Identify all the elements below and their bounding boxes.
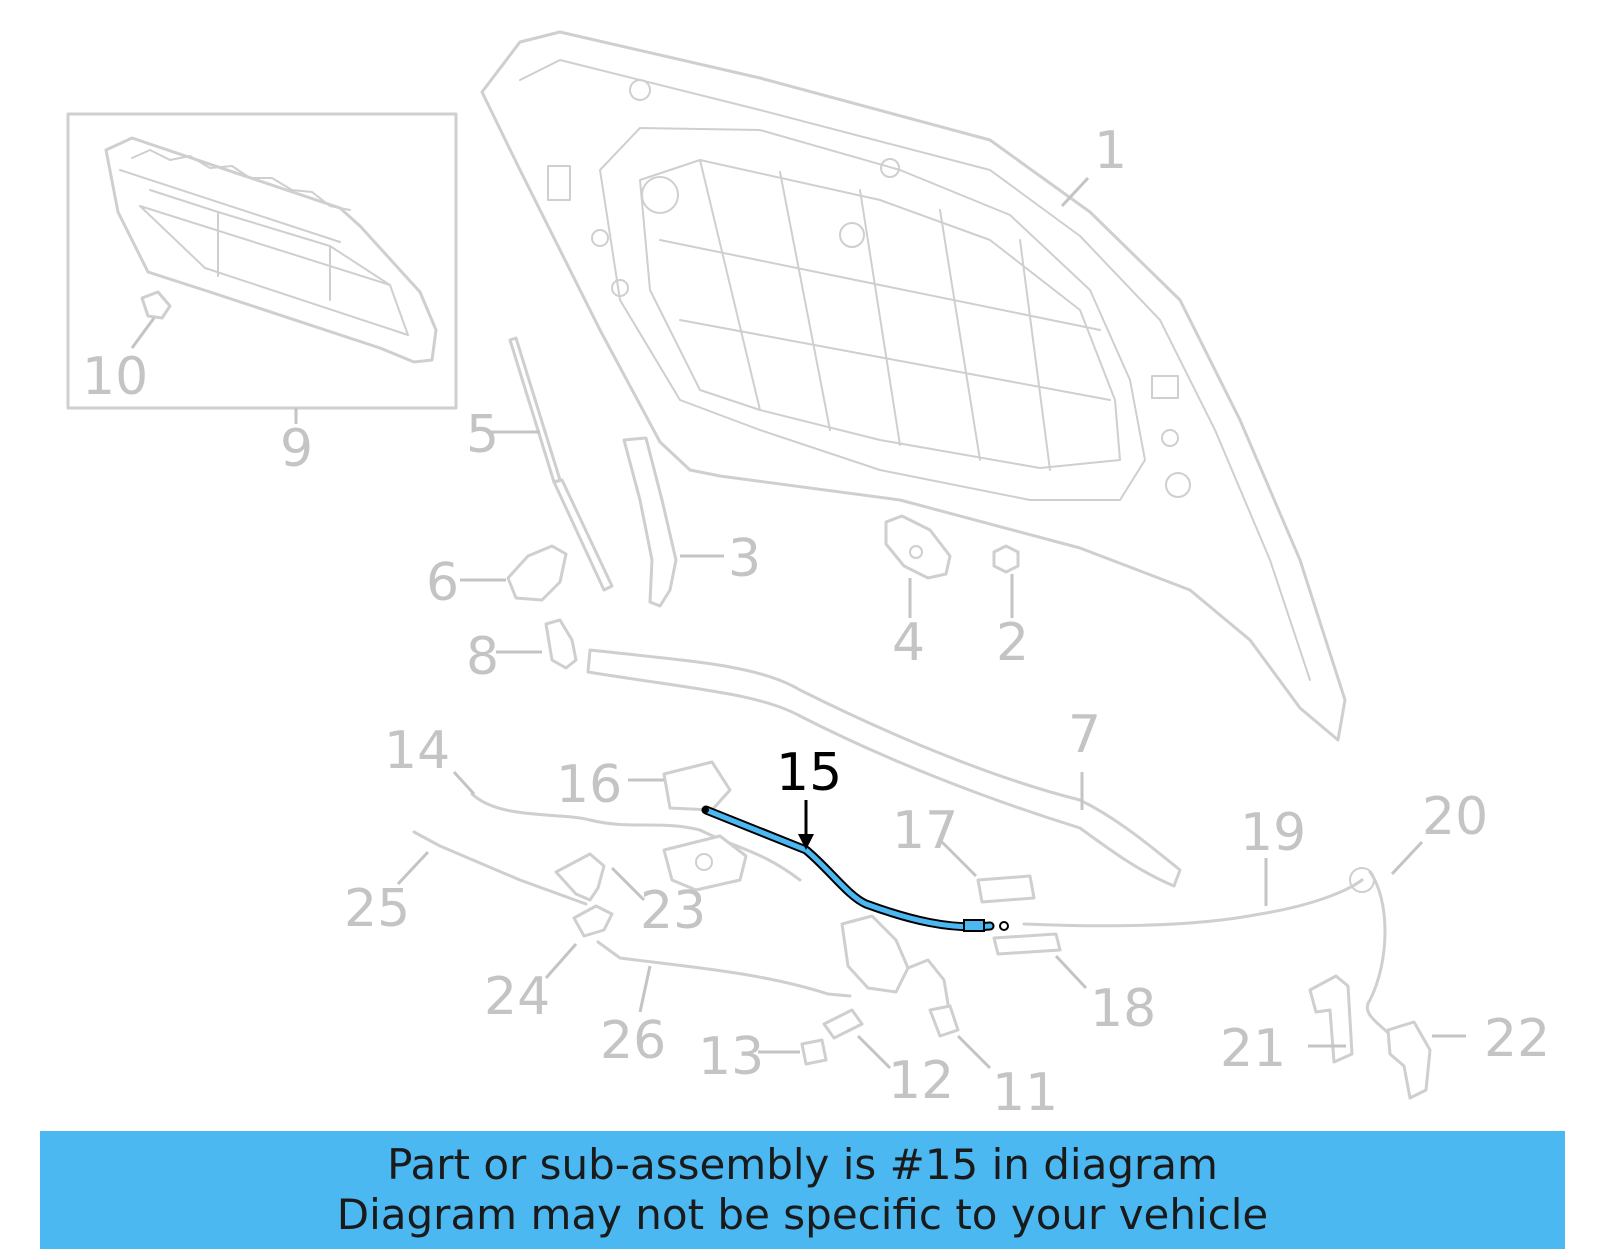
hood-lift-support: [508, 336, 614, 592]
callout-17: 17: [892, 801, 958, 861]
callout-18: 18: [1090, 979, 1156, 1039]
callout-22: 22: [1484, 1009, 1550, 1069]
highlighted-cable-15: [701, 805, 1009, 932]
callout-23: 23: [640, 881, 706, 941]
latch-mechanism: [662, 834, 748, 892]
release-handle-21: [1308, 974, 1354, 1064]
latch-connector: [928, 1004, 960, 1038]
hood-seal-strip: [586, 648, 1182, 888]
info-banner: Part or sub-assembly is #15 in diagram D…: [40, 1131, 1565, 1249]
bracket-22: [1386, 1020, 1432, 1100]
callout-26: 26: [600, 1011, 666, 1071]
callout-3: 3: [728, 529, 761, 589]
leader-lines: [130, 176, 1466, 1070]
inset-box-insulator: [66, 112, 458, 410]
cable-clip-24: [572, 904, 614, 938]
insulator-retainer-clip: [140, 290, 172, 320]
hood-hinge: [622, 436, 678, 608]
callout-2: 2: [996, 613, 1029, 673]
callout-16: 16: [556, 755, 622, 815]
banner-line-disclaimer: Diagram may not be specific to your vehi…: [336, 1190, 1269, 1239]
callout-25: 25: [344, 879, 410, 939]
hood-panel: [480, 30, 1347, 742]
callout-9: 9: [280, 419, 313, 479]
callout-8: 8: [466, 627, 499, 687]
callout-15: 15: [776, 743, 842, 803]
callout-11: 11: [992, 1063, 1058, 1123]
hood-bumper: [992, 544, 1020, 574]
hood-bracket: [544, 618, 578, 670]
banner-line-part-number: Part or sub-assembly is #15 in diagram: [387, 1140, 1218, 1189]
callout-19: 19: [1240, 803, 1306, 863]
callout-6: 6: [426, 553, 459, 613]
callout-12: 12: [888, 1051, 954, 1111]
cable-25: [412, 830, 588, 906]
release-handle: [554, 852, 606, 902]
callout-21: 21: [1220, 1019, 1286, 1079]
release-cable-14: [470, 792, 802, 882]
callout-5: 5: [466, 405, 499, 465]
callout-13: 13: [698, 1027, 764, 1087]
callout-24: 24: [484, 967, 550, 1027]
callout-20: 20: [1422, 787, 1488, 847]
cable-20: [1366, 870, 1398, 1042]
callout-14: 14: [384, 721, 450, 781]
bolt-12: [822, 1008, 864, 1040]
highlight-arrowhead-15: [798, 834, 814, 850]
cable-26: [596, 940, 852, 998]
hinge-bumper: [506, 544, 568, 602]
release-handle-cover: [662, 760, 732, 812]
nut-13: [800, 1038, 828, 1066]
clip-17: [976, 874, 1036, 904]
callout-1: 1: [1094, 121, 1127, 181]
cable-19: [1022, 878, 1364, 928]
callout-10: 10: [82, 347, 148, 407]
clip-18: [992, 932, 1062, 956]
callout-4: 4: [892, 613, 925, 673]
hood-latch: [840, 914, 910, 994]
callout-7: 7: [1068, 705, 1101, 765]
